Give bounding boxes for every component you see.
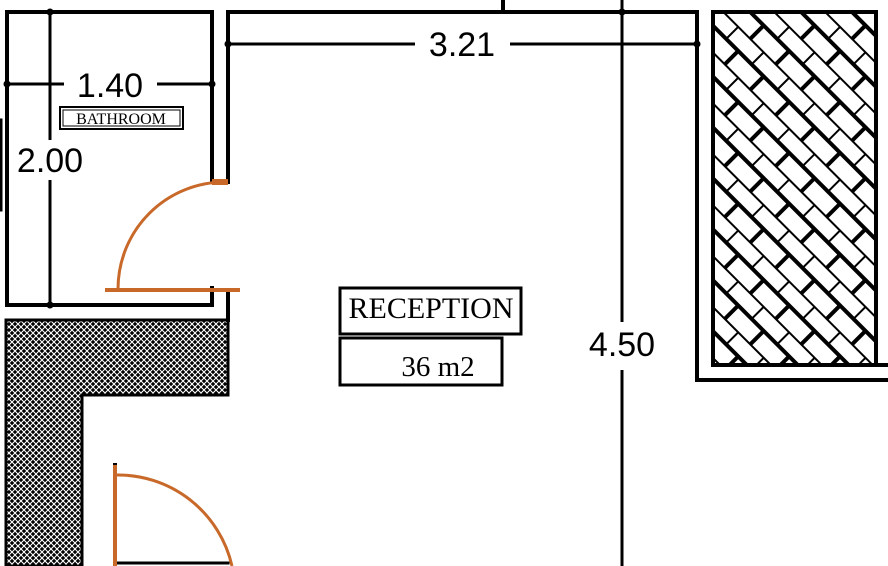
dimension-lines — [7, 0, 697, 566]
dimension-ticks — [3, 8, 701, 309]
bathroom-label: BATHROOM — [76, 111, 166, 128]
reception-label-box — [338, 286, 523, 387]
dimension-reception-width: 3.21 — [429, 26, 495, 64]
dimension-bathroom-width: 1.40 — [77, 67, 143, 105]
bathroom-label-box — [59, 106, 184, 130]
bathroom-door — [105, 179, 240, 292]
dimension-bathroom-length: 2.00 — [17, 142, 83, 180]
reception-label: RECEPTION — [349, 292, 514, 325]
hatched-column-right — [711, 10, 878, 367]
entrance-door — [113, 465, 234, 566]
dimension-reception-length: 4.50 — [589, 326, 655, 364]
reception-area: 36 m2 — [401, 351, 474, 383]
